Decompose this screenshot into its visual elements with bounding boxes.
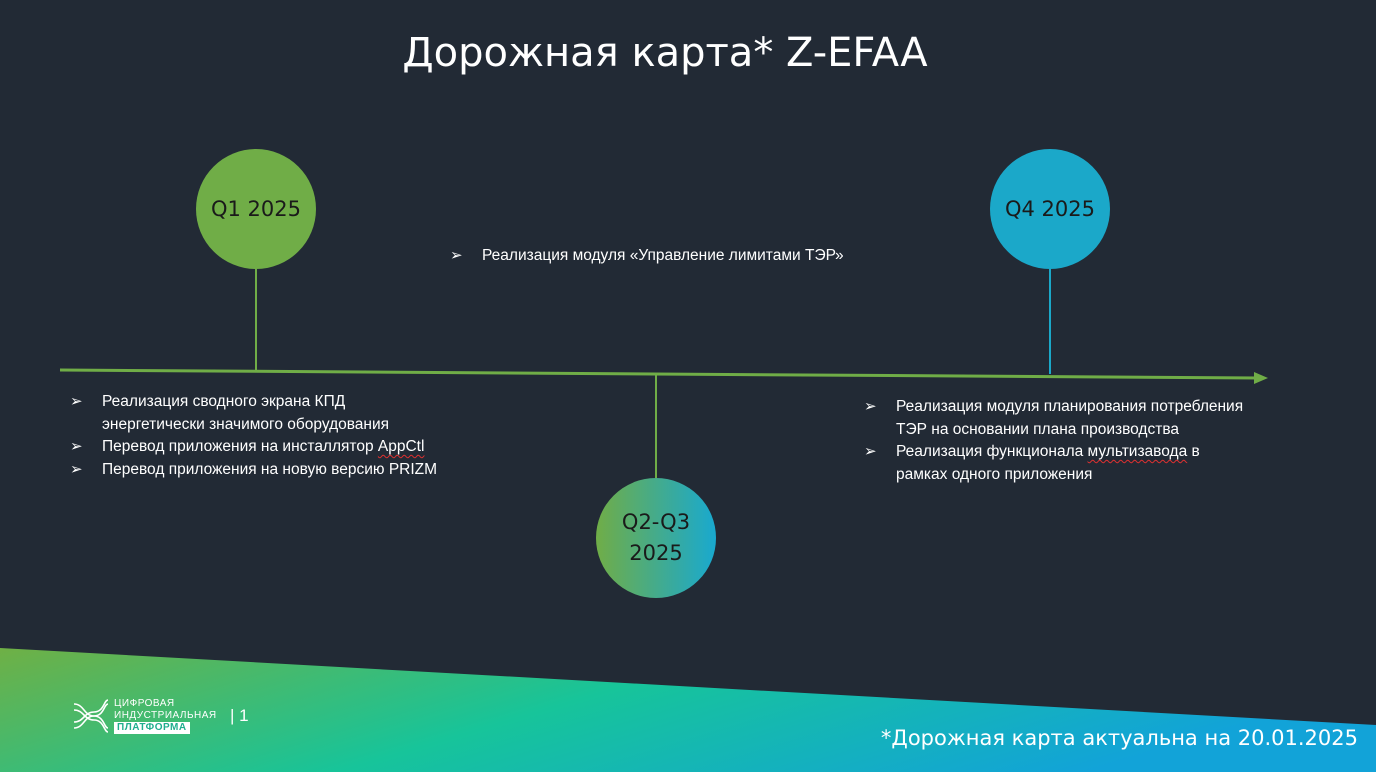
list-item: ➢ Перевод приложения на инсталлятор AppCt… [70,436,450,459]
arrow-bullet-icon: ➢ [450,247,463,264]
spellcheck-marked-word: AppCtl [377,438,425,455]
arrow-bullet-icon: ➢ [864,398,877,415]
logo-line-1: ЦИФРОВАЯ [114,698,175,709]
bullet-text: Реализация модуля «Управление лимитами Т… [482,247,844,264]
q1-bullet-list: ➢ Реализация сводного экрана КПД энергети… [70,391,450,481]
arrow-bullet-icon: ➢ [864,443,877,460]
logo-line-2: ИНДУСТРИАЛЬНАЯ [114,710,217,721]
arrow-bullet-icon: ➢ [70,393,83,410]
bullet-text-suffix: в рамках одного приложения [896,443,1200,483]
list-item: ➢ Реализация функционала мультизавода в р… [864,441,1244,486]
page-number: | 1 [230,706,249,725]
timeline-axis [59,368,1259,380]
milestone-q4: Q4 2025 [990,149,1110,269]
list-item: ➢ Реализация модуля «Управление лимитами … [450,245,950,268]
bullet-text: Реализация сводного экрана КПД энергетич… [102,393,390,433]
platform-logo-icon [73,699,109,733]
arrow-bullet-icon: ➢ [70,460,83,478]
arrow-bullet-icon: ➢ [70,438,83,455]
milestone-q1: Q1 2025 [196,149,316,269]
bullet-text: Реализация функционала [896,443,1088,460]
slide-title: Дорожная карта* Z-EFAA [402,30,928,76]
bullet-text: Перевод приложения на инсталлятор [102,438,378,455]
bullet-text: Реализация модуля планирования потреблен… [896,398,1244,438]
q2-q3-bullet-list: ➢ Реализация модуля «Управление лимитами … [450,245,950,268]
list-item: ➢ Перевод приложения на новую версию PRIZ… [70,459,450,482]
platform-logo: ЦИФРОВАЯ ИНДУСТРИАЛЬНАЯ ПЛАТФОРМА [70,694,217,738]
footer-note: *Дорожная карта актуальна на 20.01.2025 [880,726,1358,750]
platform-logo-text: ЦИФРОВАЯ ИНДУСТРИАЛЬНАЯ ПЛАТФОРМА [114,698,217,734]
milestone-q2-q3: Q2-Q3 2025 [596,478,716,598]
milestone-q2-q3-label-line1: Q2-Q3 [621,510,691,534]
logo-line-3: ПЛАТФОРМА [114,722,190,734]
q4-bullet-list: ➢ Реализация модуля планирования потребле… [864,396,1244,486]
milestone-q4-label: Q4 2025 [1004,196,1095,221]
spellcheck-marked-word: мультизавода [1087,443,1188,460]
list-item: ➢ Реализация модуля планирования потребле… [864,396,1244,441]
bullet-text: Перевод приложения на новую версию PRIZM [102,460,438,478]
list-item: ➢ Реализация сводного экрана КПД энергети… [70,391,450,436]
milestone-q2-q3-label-line2: 2025 [629,541,683,565]
milestone-q1-label: Q1 2025 [210,196,301,221]
timeline-arrowhead [1254,372,1268,384]
